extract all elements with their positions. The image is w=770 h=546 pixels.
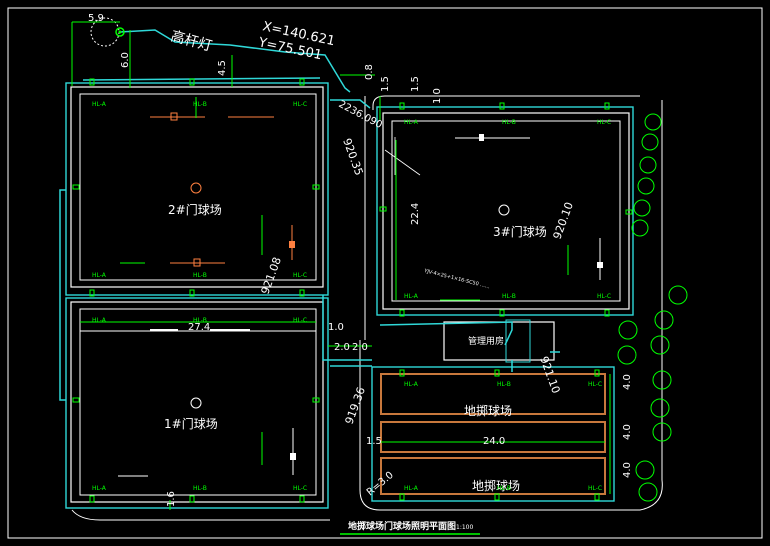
pole-light-label: 高杆灯 — [169, 27, 214, 54]
fixture-label: HL-C — [293, 101, 307, 108]
fixture-label: HL-B — [193, 485, 207, 492]
fixture-label: HL-A — [404, 119, 419, 126]
dim-24-0: 24.0 — [483, 436, 505, 447]
dizhi-court-2-label: 地掷球场 — [472, 478, 520, 493]
dim-1-6: 1.6 — [166, 491, 177, 507]
fixture-labels: HL-A HL-B HL-C HL-A HL-B HL-C HL-A HL-B … — [92, 101, 611, 492]
fixture-label: HL-B — [497, 381, 511, 388]
drawing-frame — [7, 7, 763, 539]
fixture-label: HL-B — [193, 272, 207, 279]
fixture-label: HL-A — [92, 485, 107, 492]
fixture-label: HL-C — [293, 272, 307, 279]
fixture-label: HL-C — [293, 317, 307, 324]
elev-921-08: 921.08 — [259, 255, 284, 296]
fixture-label: HL-B — [497, 485, 511, 492]
court-3-label: 3#门球场 — [493, 224, 547, 239]
fixture-label: HL-B — [193, 317, 207, 324]
dim-1-5-top-b: 1.5 — [410, 76, 421, 92]
court-1-label: 1#门球场 — [164, 416, 218, 431]
fixture-markers — [72, 78, 633, 503]
fixture-label: HL-A — [404, 381, 419, 388]
dizhi-court-1-label: 地掷球场 — [464, 403, 512, 418]
court-1 — [65, 297, 329, 509]
dim-4-5: 4.5 — [217, 60, 228, 76]
dim-1-0-mid: 1.0 — [328, 322, 344, 333]
dim-27-4: 27.4 — [188, 322, 210, 333]
cable-spec-note: YJV-4×25+1×16-SC50 …… — [423, 268, 491, 290]
dizhi-courts — [371, 366, 615, 502]
fixture-label: HL-C — [588, 381, 602, 388]
fixture-label: HL-A — [404, 293, 419, 300]
dim-4-0-b: 4.0 — [622, 424, 633, 440]
fixture-label: HL-B — [502, 119, 516, 126]
dim-1-0-top: 1.0 — [432, 88, 443, 104]
drawing-title: 地掷球场门球场照明平面图 — [348, 520, 456, 532]
fixture-label: HL-B — [502, 293, 516, 300]
dim-0-8: 0.8 — [364, 64, 375, 80]
pole-light-icon — [115, 27, 125, 37]
dim-6-0: 6.0 — [120, 52, 131, 68]
dim-2-0-b: 2.0 — [352, 342, 368, 353]
fixture-label: HL-C — [588, 485, 602, 492]
dim-4-0-c: 4.0 — [622, 462, 633, 478]
fixture-label: HL-A — [92, 317, 107, 324]
fixture-label: HL-B — [193, 101, 207, 108]
elev-919-36: 919.36 — [343, 385, 368, 426]
dim-1-5-low: 1.5 — [366, 436, 382, 447]
dim-4-0-a: 4.0 — [622, 374, 633, 390]
management-room-label: 管理用房 — [468, 335, 504, 347]
fixture-label: HL-C — [597, 119, 611, 126]
cable-routes — [59, 29, 560, 401]
fixture-label: HL-A — [92, 272, 107, 279]
court-2 — [65, 82, 329, 296]
fixture-label: HL-C — [293, 485, 307, 492]
dim-1-5-top: 1.5 — [380, 76, 391, 92]
dim-2-0-a: 2.0 — [334, 342, 350, 353]
fixture-label: HL-C — [597, 293, 611, 300]
dimension-lines — [71, 21, 611, 535]
fixture-label: HL-A — [404, 485, 419, 492]
elev-920-10: 920.10 — [551, 200, 576, 241]
dim-5-9: 5.9 — [88, 13, 104, 24]
court-2-label: 2#门球场 — [168, 202, 222, 217]
fixture-label: HL-A — [92, 101, 107, 108]
elev-920-35: 920.35 — [340, 137, 365, 178]
drawing-scale: 1:100 — [456, 524, 473, 531]
dim-22-4: 22.4 — [410, 203, 421, 225]
